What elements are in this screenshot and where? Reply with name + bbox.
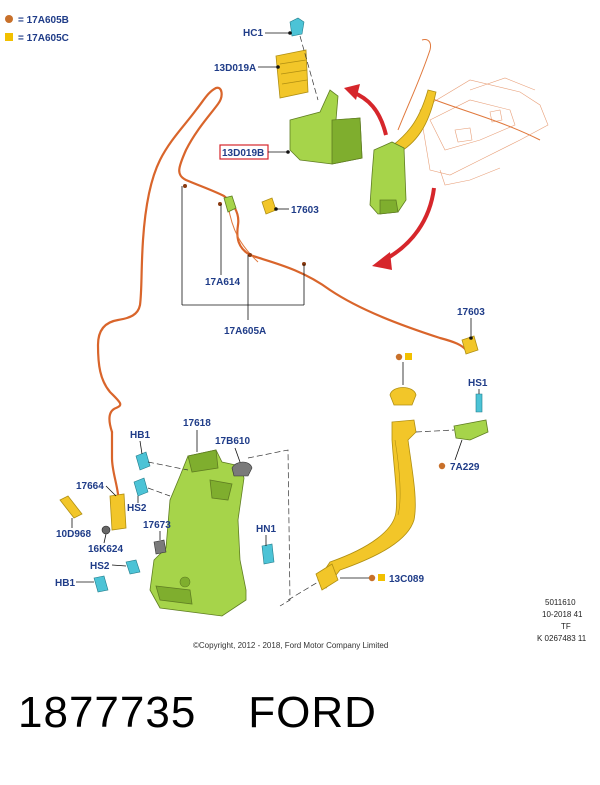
brand-name: FORD <box>248 688 377 737</box>
ref-line-3: TF <box>561 622 571 631</box>
bracket-13d019a <box>275 49 309 99</box>
washer-hose-17a605a <box>96 86 468 434</box>
hb1-bottom-bolt-icon <box>93 575 109 593</box>
filler-pipe-13c089 <box>315 419 417 591</box>
legend: = 17A605B = 17A605C <box>5 15 69 44</box>
filler-neck-installed <box>391 89 437 153</box>
label-16k624: 16K624 <box>88 544 123 555</box>
ref-line-2: 10-2018 41 <box>542 610 583 619</box>
label-10d968: 10D968 <box>56 529 91 540</box>
copyright-notice: ©Copyright, 2012 - 2018, Ford Motor Comp… <box>193 641 388 650</box>
label-17a614: 17A614 <box>205 277 240 288</box>
grommet-16k624 <box>101 525 111 535</box>
sensor-10d968 <box>59 495 83 519</box>
label-13c089: 13C089 <box>389 574 424 585</box>
washer-pump-17664 <box>109 493 127 531</box>
ref-line-1: 5011610 <box>545 598 576 607</box>
reservoir-tank-17618 <box>149 449 247 617</box>
callout-bracket-17a605a <box>181 186 305 320</box>
label-17618: 17618 <box>183 418 211 429</box>
label-hs2-bottom: HS2 <box>90 561 110 572</box>
hs2-bottom-screw-icon <box>125 559 141 575</box>
filler-cap <box>389 387 417 406</box>
legend-item-17a605c: = 17A605C <box>18 33 69 44</box>
label-17603-top: 17603 <box>291 205 319 216</box>
label-17603-right: 17603 <box>457 307 485 318</box>
label-hb1-top: HB1 <box>130 430 150 441</box>
reference-block: 5011610 10-2018 41 TF K 0267483 11 <box>537 598 587 643</box>
grommet-17673 <box>153 539 167 555</box>
reservoir-installed <box>369 141 407 215</box>
label-13d019a: 13D019A <box>214 63 256 74</box>
legend-marker-13c089-square <box>378 574 385 581</box>
label-13d019b: 13D019B <box>222 148 264 159</box>
direction-arrows <box>344 84 436 270</box>
legend-marker-7a229 <box>438 462 446 470</box>
label-7a229: 7A229 <box>450 462 480 473</box>
part-footer: 1877735 FORD <box>18 688 377 738</box>
label-hs1: HS1 <box>468 378 488 389</box>
valve-17a614 <box>223 195 237 213</box>
parts-diagram: = 17A605B = 17A605C HC1 13D019A <box>5 15 587 650</box>
bracket-13d019b <box>289 89 363 165</box>
part-17b610 <box>231 461 253 477</box>
part-number: 1877735 <box>18 688 197 737</box>
label-17b610: 17B610 <box>215 436 250 447</box>
label-hs2-top: HS2 <box>127 503 147 514</box>
legend-square-marker <box>5 33 13 41</box>
legend-item-17a605b: = 17A605B <box>18 15 69 26</box>
vehicle-body-outline <box>397 39 549 186</box>
hb1-top-bolt-icon <box>135 451 151 471</box>
ref-line-4: K 0267483 11 <box>537 634 587 643</box>
legend-marker-13c089-circle <box>368 574 376 582</box>
label-hn1: HN1 <box>256 524 276 535</box>
legend-markers-13c089 <box>395 353 412 361</box>
connector-17603-top <box>261 197 277 215</box>
label-17673: 17673 <box>143 520 171 531</box>
label-17a605a: 17A605A <box>224 326 266 337</box>
bracket-7a229 <box>453 419 489 441</box>
label-hc1: HC1 <box>243 28 263 39</box>
hs2-top-screw-icon <box>133 477 149 497</box>
hn1-nut-icon <box>261 543 275 565</box>
hc1-clip-icon <box>289 17 305 37</box>
label-17664: 17664 <box>76 481 104 492</box>
label-hb1-bottom: HB1 <box>55 578 75 589</box>
hs1-clip-icon <box>475 393 483 413</box>
legend-circle-marker <box>5 15 13 23</box>
